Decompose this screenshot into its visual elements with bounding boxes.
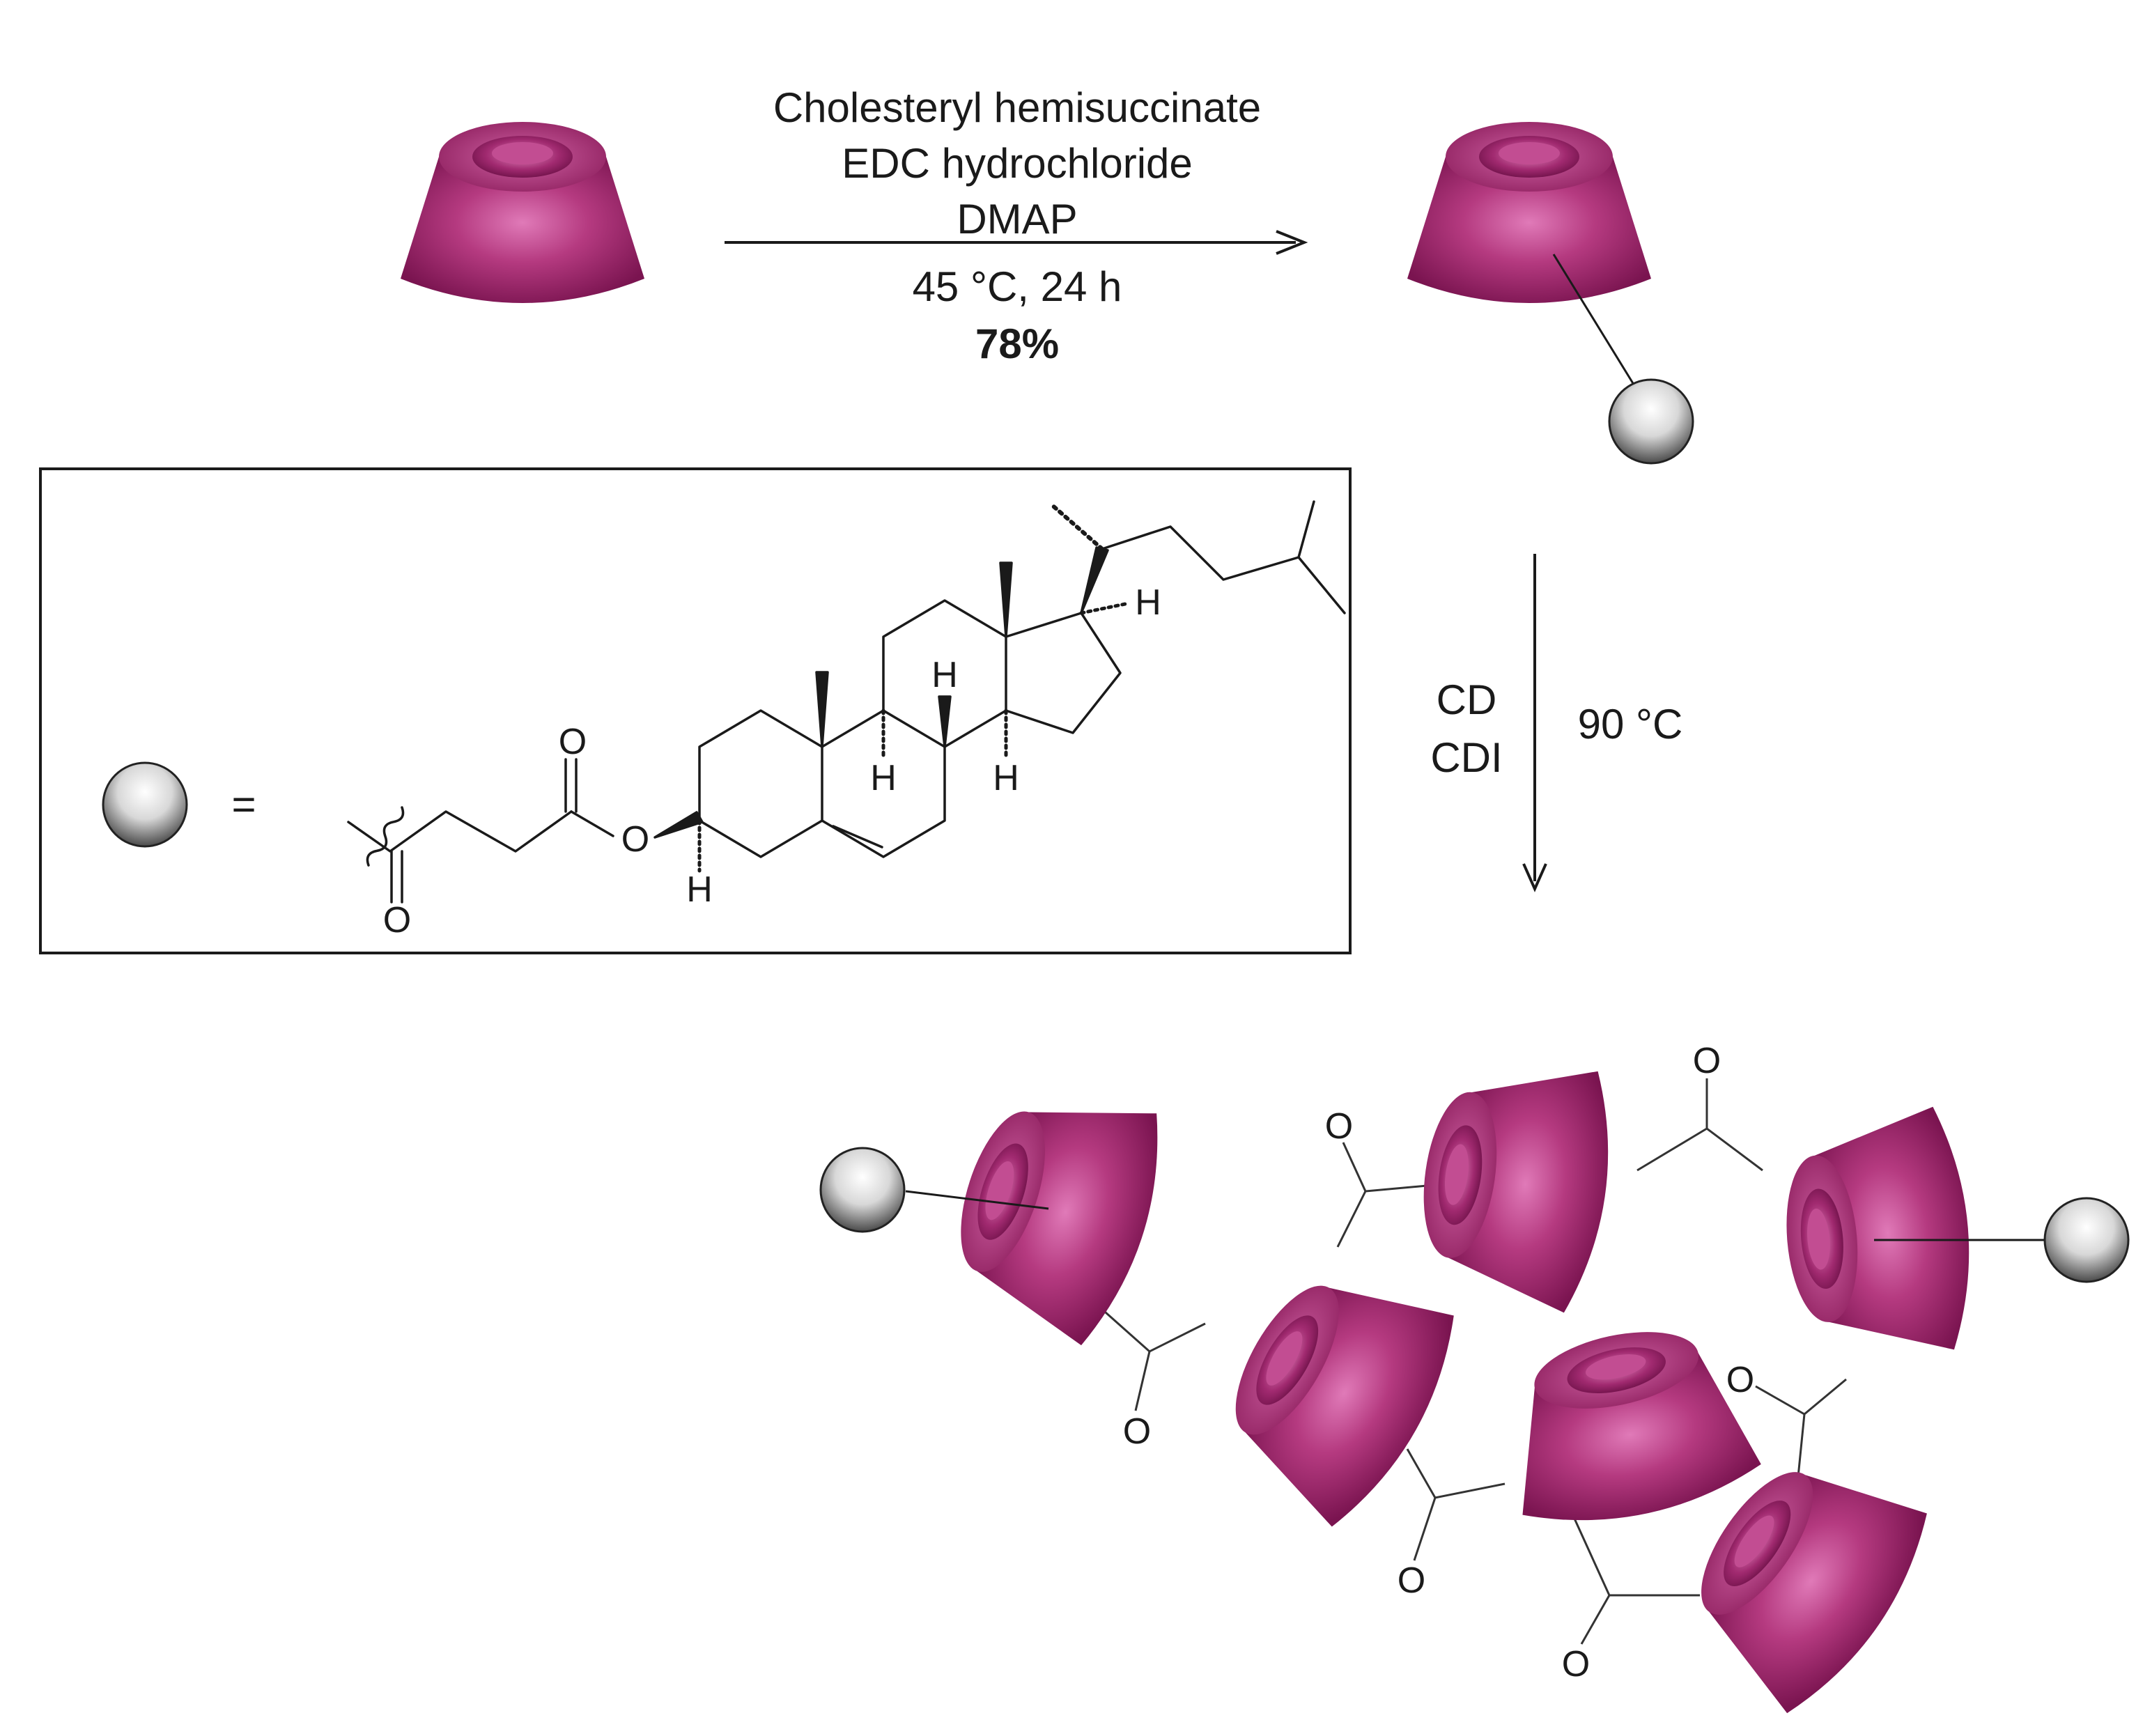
atom-o-carbonyl-2: O — [383, 900, 411, 940]
linker-oxygen-labels: O O O O O O — [1123, 1041, 1754, 1684]
structure-legend-box — [39, 467, 1352, 954]
network-cd-5 — [1777, 1104, 1979, 1363]
atom-o-carbonyl-1: O — [559, 722, 587, 762]
structure-atom-labels: O O O H H H H H — [383, 582, 1161, 940]
cholesterol-ball-right — [2043, 1197, 2130, 1283]
cholesteryl-hemisuccinate-structure — [347, 500, 1346, 904]
reagent-cholesteryl-hemisuccinate: Cholesteryl hemisuccinate — [773, 84, 1261, 131]
cyclodextrin-cholesterol-product — [1407, 122, 1694, 465]
reagent-edc-hydrochloride: EDC hydrochloride — [842, 140, 1193, 187]
reagent-dmap: DMAP — [957, 196, 1077, 242]
network-cd-3 — [1409, 1049, 1623, 1317]
reagent-cdi: CDI — [1430, 734, 1502, 781]
cholesterol-ball-left — [819, 1147, 906, 1233]
reaction-1-conditions: 45 °C, 24 h — [913, 263, 1122, 310]
linker-o-4: O — [1398, 1560, 1425, 1601]
network-cd-4 — [1489, 1310, 1767, 1539]
atom-h-c9: H — [870, 758, 897, 798]
network-cholesterol-groups — [819, 1147, 2130, 1283]
linker-o-1: O — [1123, 1411, 1151, 1452]
polymer-network — [932, 1049, 1979, 1728]
linker-o-6: O — [1726, 1360, 1754, 1400]
atom-h-c3: H — [686, 869, 713, 910]
linker-o-3: O — [1693, 1041, 1721, 1081]
atom-h-c14: H — [993, 758, 1019, 798]
equals-sign: = — [231, 781, 256, 828]
linker-o-5: O — [1562, 1644, 1590, 1684]
atom-h-c17: H — [1135, 582, 1161, 623]
reaction-1-yield: 78% — [975, 320, 1059, 367]
network-cd-1 — [932, 1064, 1180, 1353]
reagent-cd: CD — [1437, 676, 1497, 723]
atom-o-ester: O — [621, 819, 649, 860]
reaction-2-conditions: 90 °C — [1578, 701, 1683, 747]
cyclodextrin-start — [401, 122, 644, 303]
linker-o-2: O — [1325, 1106, 1353, 1147]
cholesterol-ball-symbol — [102, 761, 188, 848]
atom-h-c8: H — [931, 655, 958, 695]
reaction-arrow-2 — [1522, 554, 1547, 892]
reaction-arrow-1 — [725, 230, 1308, 255]
carbonate-linkers — [1086, 1078, 1847, 1645]
